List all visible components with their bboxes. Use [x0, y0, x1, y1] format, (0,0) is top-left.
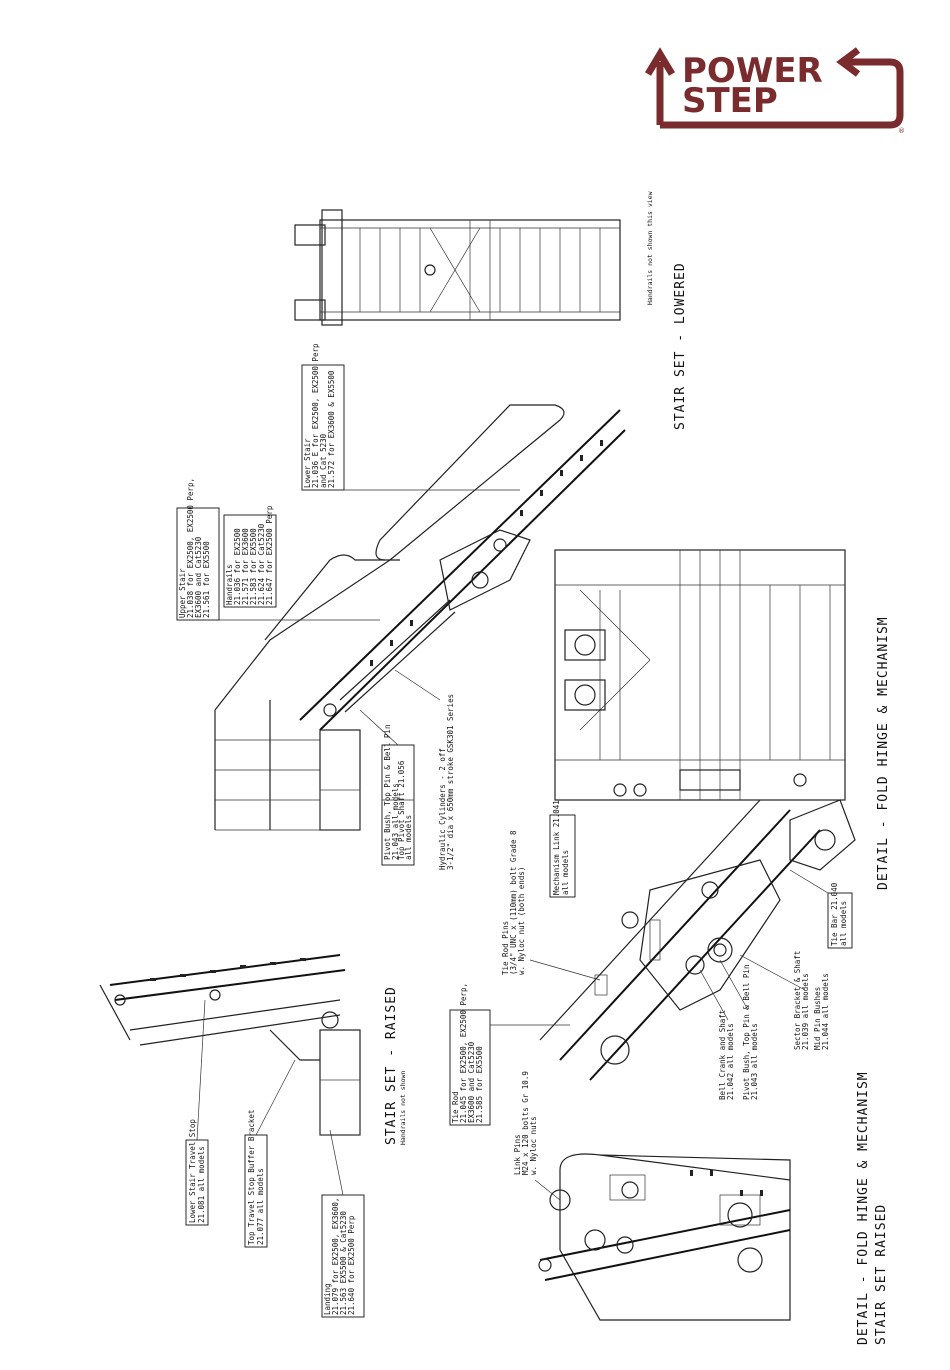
callout-lower-stair: Lower Stair 21.036 E for EX2500, EX2500 … [301, 343, 520, 491]
link-pins-line2: M24 x 120 bolts Gr 10.9 [521, 1071, 530, 1175]
pivot-bush-line1: Pivot Bush, Top Pin & Bell Pin [383, 725, 392, 860]
upper-stair-line2: 21.038 for EX2500, EX2500 Perp, [186, 478, 195, 618]
landing-line4: 21.640 for EX2500 Perp [347, 1215, 356, 1315]
callout-handrails: Handrails 21.036 for EX2500 21.571 for E… [223, 505, 277, 608]
lowered-handrails-note: Handrails not shown this view [646, 191, 654, 305]
lower-stop-line1: Lower Stair Travel Stop [188, 1119, 197, 1223]
lower-stop-line2: 21.081 all models [197, 1146, 206, 1223]
upper-stair-line3: EX3600 and Cat5230 [194, 536, 203, 618]
handrails-line3: 21.571 for EX3600 [241, 528, 250, 605]
bell-crank-line1: Bell Crank and Shaft [718, 1010, 727, 1100]
hydraulic-line2: 3-1/2" dia x 650mm stroke GSK301 Series [446, 694, 455, 870]
main-stair-drawing [214, 404, 626, 831]
tie-rod-line2: 21.045 for EX2500, EX2500 Perp, [459, 983, 468, 1123]
svg-text:and Cat 5230: and Cat 5230 [319, 433, 328, 488]
stair-set-raised-drawing: STAIR SET - RAISED Handrails not shown [99, 954, 407, 1145]
callout-mid-pin-bushes: Mid Pin Bushes 21.044 all models [813, 973, 830, 1050]
tie-bar-line2: all models [839, 901, 848, 946]
sector-bracket-line2: 21.039 all models [801, 973, 810, 1050]
upper-stair-line4: 21.561 for EX5500 [202, 541, 211, 618]
callout-pivot-bush-2: Pivot Bush, Top Pin & Bell Pin 21.043 al… [719, 959, 759, 1100]
power-step-logo: POWER STEP ® [644, 47, 905, 135]
upper-stair-line1: Upper Stair [178, 568, 187, 618]
callout-mechanism-link: Mechanism Link 21.041 all models [549, 800, 576, 898]
link-pins-line3: w. Nyloc nuts [529, 1116, 538, 1175]
hydraulic-line1: Hydraulic Cylinders - 2 off [438, 748, 447, 870]
callout-landing: Landing 21.079 for EX2500, EX3600, 21.56… [321, 1129, 365, 1318]
title-fold-hinge-raised-2: STAIR SET RAISED [874, 1204, 889, 1345]
landing-line2: 21.079 for EX2500, EX3600, [331, 1198, 340, 1315]
link-pins-line1: Link Pins [513, 1134, 522, 1175]
lower-stair-line2: 21.036 E for EX2500, EX2500 Perp [311, 343, 320, 488]
pivot-bush2-line2: 21.043 all models [750, 1023, 759, 1100]
pivot-bush2-line1: Pivot Bush, Top Pin & Bell Pin [742, 965, 751, 1100]
mechanism-link-line1: Mechanism Link 21.041 [552, 800, 561, 895]
tie-rod-line1: Tie Rod [451, 1091, 460, 1123]
mid-pin-line1: Mid Pin Bushes [813, 987, 822, 1050]
logo-line2: STEP [682, 81, 778, 121]
callout-sector-bracket: Sector Bracket & Shaft 21.039 all models [739, 951, 810, 1050]
landing-line3: 21.563 EX5500 & Cat5230 [339, 1211, 348, 1315]
tie-rod-pins-line2: (3/4" UNC x (110mm) bolt Grade 8 [509, 830, 518, 975]
top-stop-line2: 21.077 all models [256, 1168, 265, 1245]
fold-hinge-detail-drawing: DETAIL - FOLD HINGE & MECHANISM [554, 549, 891, 890]
registered-mark: ® [898, 127, 905, 135]
handrails-line5: 21.624 for Cat5230 [257, 523, 266, 605]
handrails-line2: 21.036 for EX2500 [233, 528, 242, 605]
callout-pivot-bush: Pivot Bush, Top Pin & Bell Pin 21.043 al… [359, 709, 415, 866]
tie-rod-pins-line1: Tie Rod Pins [501, 921, 510, 975]
lower-stair-line4: 21.572 for EX3600 & EX5500 [327, 370, 336, 488]
bell-crank-line2: 21.042 all models [726, 1023, 735, 1100]
landing-line1: Landing [323, 1283, 332, 1315]
title-fold-hinge: DETAIL - FOLD HINGE & MECHANISM [876, 616, 891, 890]
callout-hydraulic-cylinders: Hydraulic Cylinders - 2 off 3-1/2" dia x… [394, 669, 455, 870]
callout-tie-bar: Tie Bar 21.040 all models [789, 869, 853, 949]
raised-handrails-note: Handrails not shown [399, 1071, 407, 1145]
pivot-bush-line3: Top Pivot Shaft 21.056 [397, 760, 406, 860]
callout-lower-stair-travel-stop: Lower Stair Travel Stop 21.081 all model… [185, 999, 209, 1226]
pivot-bush-line4: all models [404, 815, 413, 860]
stair-set-lowered-drawing: Handrails not shown this view STAIR SET … [294, 191, 688, 430]
title-stair-set-lowered: STAIR SET - LOWERED [673, 262, 688, 430]
top-stop-line1: Top Travel Stop Buffer Bracket [247, 1110, 256, 1245]
callout-link-pins: Link Pins M24 x 120 bolts Gr 10.9 w. Nyl… [513, 1071, 561, 1201]
fold-hinge-raised-drawing [538, 1153, 791, 1321]
lower-stair-line3: and Cat 5230 [319, 433, 328, 488]
svg-text:21.036 E for EX2500, EX2500 Pe: 21.036 E for EX2500, EX2500 Perp [311, 343, 320, 488]
tie-bar-line1: Tie Bar 21.040 [830, 882, 839, 946]
mechanism-link-line2: all models [561, 850, 570, 895]
title-stair-set-raised: STAIR SET - RAISED [384, 986, 399, 1145]
svg-text:Lower Stair: Lower Stair [303, 438, 312, 488]
svg-text:21.572 for EX3600 & EX5500: 21.572 for EX3600 & EX5500 [327, 370, 336, 488]
lower-stair-line1: Lower Stair [303, 438, 312, 488]
title-fold-hinge-raised-1: DETAIL - FOLD HINGE & MECHANISM [856, 1071, 871, 1345]
pivot-bush-line2: 21.043 all models [391, 783, 400, 860]
callout-tie-rod-pins: Tie Rod Pins (3/4" UNC x (110mm) bolt Gr… [501, 830, 601, 981]
handrails-line4: 21.583 for EX5500 [249, 528, 258, 605]
sector-bracket-line1: Sector Bracket & Shaft [793, 951, 802, 1050]
handrails-line6: 21.647 for EX2500 Perp [265, 505, 274, 605]
callout-top-travel-stop: Top Travel Stop Buffer Bracket 21.077 al… [244, 1059, 296, 1248]
callout-tie-rod: Tie Rod 21.045 for EX2500, EX2500 Perp, … [449, 983, 570, 1126]
handrails-line1: Handrails [225, 564, 234, 605]
tie-rod-pins-line3: w. Nyloc nut (both ends) [517, 867, 526, 975]
tie-rod-line4: 21.585 for EX5500 [475, 1046, 484, 1123]
logo-line1: POWER [682, 51, 823, 91]
callout-upper-stair: Upper Stair 21.038 for EX2500, EX2500 Pe… [176, 478, 380, 621]
callout-bell-crank: Bell Crank and Shaft 21.042 all models [699, 969, 735, 1100]
mid-pin-line2: 21.044 all models [821, 973, 830, 1050]
tie-rod-line3: EX3600 and Cat5230 [467, 1041, 476, 1123]
hinge-mechanism-drawing [539, 799, 856, 1081]
